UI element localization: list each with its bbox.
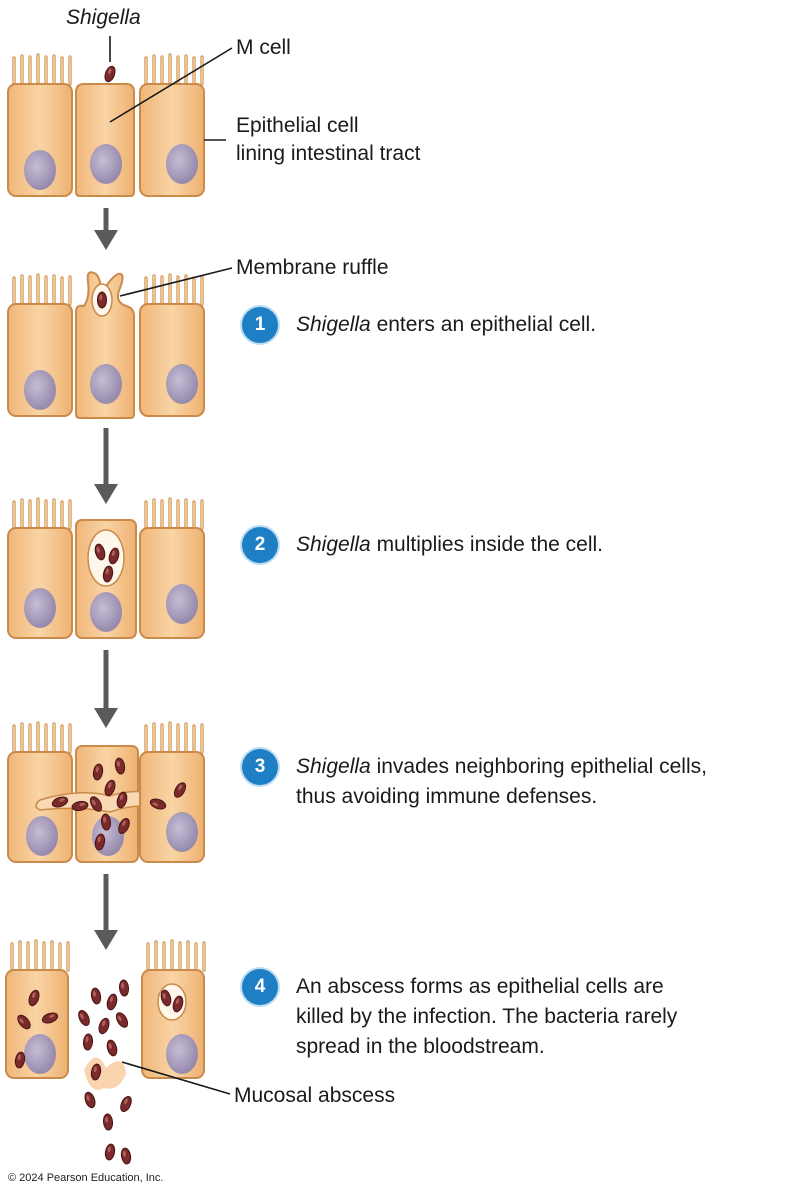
m-cell-pointer (109, 47, 233, 123)
step-4-description-line1: An abscess forms as epithelial cells are (296, 975, 664, 998)
membrane-ruffle-pointer (119, 267, 233, 297)
mucosal-abscess-pointer (121, 1061, 231, 1095)
step-3-badge: 3 (242, 749, 278, 785)
step-1-description: enters an epithelial cell. (370, 313, 597, 336)
epithelial-label-line2: lining intestinal tract (236, 142, 421, 165)
step-1-organism: Shigella (296, 313, 371, 336)
arrow-3 (94, 650, 118, 728)
step-3-text: Shigella invades neighboring epithelial … (296, 752, 707, 812)
m-cell-label: M cell (236, 36, 291, 59)
shigella-label: Shigella (66, 6, 141, 29)
stage-5-abscess (5, 939, 206, 1166)
step-1-badge: 1 (242, 307, 278, 343)
step-2-badge: 2 (242, 527, 278, 563)
step-4-description-line3: spread in the bloodstream. (296, 1035, 545, 1058)
step-2-text: Shigella multiplies inside the cell. (296, 530, 603, 560)
copyright-notice: © 2024 Pearson Education, Inc. (8, 1172, 164, 1184)
step-4-description-line2: killed by the infection. The bacteria ra… (296, 1005, 678, 1028)
step-4-badge: 4 (242, 969, 278, 1005)
arrow-2 (94, 428, 118, 504)
epithelial-cell-label: Epithelial cell lining intestinal tract (236, 112, 420, 168)
stage-3-cells (7, 497, 205, 639)
step-3-description-line2: thus avoiding immune defenses. (296, 785, 598, 808)
step-1-text: Shigella enters an epithelial cell. (296, 310, 596, 340)
step-2-description: multiplies inside the cell. (370, 533, 604, 556)
arrow-4 (94, 874, 118, 950)
membrane-ruffle-label: Membrane ruffle (236, 256, 389, 279)
epithelial-label-line1: Epithelial cell (236, 114, 359, 137)
step-3-description: invades neighboring epithelial cells, (370, 755, 707, 778)
arrow-1 (94, 208, 118, 250)
stage-1-cells (7, 53, 205, 197)
mucosal-abscess-label: Mucosal abscess (234, 1084, 396, 1107)
step-3-organism: Shigella (296, 755, 371, 778)
step-2-organism: Shigella (296, 533, 371, 556)
stage-2-cells (7, 271, 205, 419)
step-4-text: An abscess forms as epithelial cells are… (296, 972, 677, 1062)
stage-4-cells (7, 721, 205, 863)
